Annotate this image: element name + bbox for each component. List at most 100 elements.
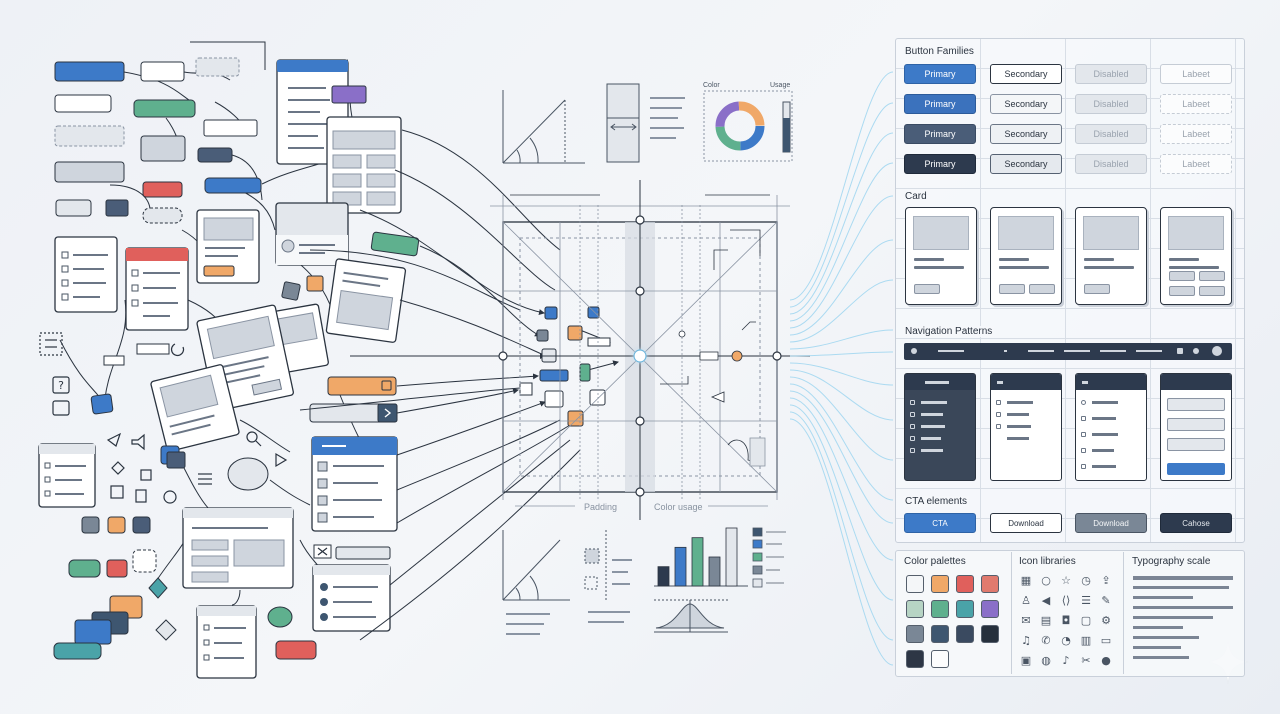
node-white — [519, 382, 533, 396]
box-icon[interactable]: ▢ — [1080, 614, 1092, 627]
avatar[interactable] — [1212, 346, 1222, 356]
globe-icon[interactable]: ◍ — [1041, 654, 1051, 667]
section-title-typography: Typography scale — [1132, 556, 1211, 567]
primary-button-1[interactable]: Primary — [904, 64, 976, 84]
calendar-icon[interactable]: ▤ — [1040, 614, 1052, 627]
bar-input — [335, 546, 391, 560]
secondary-button-4[interactable]: Secondary — [990, 154, 1062, 174]
glow-ray — [789, 418, 894, 666]
glow-ray — [789, 102, 894, 308]
volume-icon[interactable]: ♪ — [1062, 654, 1070, 667]
clock-icon[interactable]: ◔ — [1061, 634, 1071, 647]
primary-button-4[interactable]: Primary — [904, 154, 976, 174]
primary-button-3[interactable]: Primary — [904, 124, 976, 144]
chip-outline — [54, 94, 112, 113]
home-icon — [910, 400, 915, 405]
secondary-button-1[interactable]: Secondary — [990, 64, 1062, 84]
mobile-nav-form[interactable] — [1160, 373, 1232, 481]
color-swatch[interactable] — [931, 600, 949, 618]
cta-button-dark[interactable]: Cahose — [1160, 513, 1232, 533]
color-swatch[interactable] — [981, 625, 999, 643]
upload-icon[interactable]: ⇪ — [1101, 574, 1111, 587]
color-swatch[interactable] — [906, 625, 924, 643]
nav-link[interactable] — [1064, 350, 1090, 352]
mobile-nav-list[interactable] — [1075, 373, 1147, 481]
primary-button-2[interactable]: Primary — [904, 94, 976, 114]
camera-icon[interactable]: ◘ — [1061, 614, 1071, 627]
color-swatch[interactable] — [906, 650, 924, 668]
circle-icon[interactable]: ○ — [1041, 574, 1051, 587]
pen-icon[interactable]: ✎ — [1101, 594, 1111, 607]
nav-link[interactable] — [1136, 350, 1162, 352]
color-swatch[interactable] — [906, 575, 924, 593]
mail-icon[interactable]: ✉ — [1021, 614, 1031, 627]
nav-bar-sample[interactable] — [904, 343, 1232, 360]
star-icon — [910, 424, 915, 429]
funnel-lines — [299, 129, 619, 641]
nav-link[interactable] — [938, 350, 964, 352]
scissors-icon[interactable]: ✂ — [1081, 654, 1091, 667]
submit-button[interactable] — [1167, 463, 1225, 475]
resources-divider — [1011, 552, 1012, 674]
color-swatch[interactable] — [956, 625, 974, 643]
megaphone-icon[interactable]: ◀ — [1041, 594, 1051, 607]
cta-button-primary[interactable]: CTA — [904, 513, 976, 533]
card-sample-4[interactable] — [1160, 207, 1232, 305]
label-button-3[interactable]: Labeet — [1160, 124, 1232, 144]
nav-link[interactable] — [1100, 350, 1126, 352]
cta-button-download-muted[interactable]: Download — [1075, 513, 1147, 533]
bell-icon[interactable] — [1193, 348, 1199, 354]
clock-icon[interactable]: ◷ — [1081, 574, 1091, 587]
chat-icon — [140, 469, 152, 481]
nav-link[interactable] — [1028, 350, 1054, 352]
chevron-down-icon[interactable] — [1004, 350, 1007, 352]
search-icon[interactable] — [1177, 348, 1183, 354]
star-icon[interactable]: ☆ — [1061, 574, 1071, 587]
blueprint-grid — [470, 180, 810, 520]
mobile-nav-dark[interactable] — [904, 373, 976, 481]
color-swatch[interactable] — [931, 625, 949, 643]
color-swatch[interactable] — [931, 650, 949, 668]
secondary-button-3[interactable]: Secondary — [990, 124, 1062, 144]
mobile-nav-light[interactable] — [990, 373, 1062, 481]
color-swatch[interactable] — [956, 600, 974, 618]
label-button-4[interactable]: Labeet — [1160, 154, 1232, 174]
message-icon — [1081, 432, 1086, 437]
list-icon[interactable]: ☰ — [1081, 594, 1091, 607]
label-button-2[interactable]: Labeet — [1160, 94, 1232, 114]
color-swatch[interactable] — [981, 600, 999, 618]
volume-icon — [131, 433, 145, 451]
glow-ray — [789, 329, 894, 350]
settings-icon[interactable]: ⚙ — [1101, 614, 1111, 627]
cta-button-download-outline[interactable]: Download — [990, 513, 1062, 533]
code-icon[interactable]: ⟨⟩ — [1061, 594, 1071, 607]
section-title-navigation: Navigation Patterns — [903, 326, 995, 337]
card-sample-3[interactable] — [1075, 207, 1147, 305]
chip-pill-dashed — [142, 207, 183, 224]
bell-icon[interactable]: ♫ — [1021, 634, 1031, 647]
mini-legend-swatches — [752, 527, 786, 588]
grid-icon[interactable]: ▦ — [1020, 574, 1032, 587]
document-icon[interactable]: ▣ — [1020, 654, 1032, 667]
secondary-button-2[interactable]: Secondary — [990, 94, 1062, 114]
user-icon[interactable]: ♙ — [1021, 594, 1031, 607]
calendar-icon[interactable]: ▥ — [1080, 634, 1092, 647]
card-sample-1[interactable] — [905, 207, 977, 305]
label-button-1[interactable]: Labeet — [1160, 64, 1232, 84]
glow-ray — [789, 369, 894, 421]
glow-ray — [789, 195, 894, 329]
info-icon[interactable]: ● — [1101, 654, 1111, 667]
glow-ray — [789, 404, 894, 601]
color-swatch[interactable] — [956, 575, 974, 593]
color-swatch[interactable] — [931, 575, 949, 593]
swatch-dark — [132, 516, 151, 534]
color-swatch[interactable] — [906, 600, 924, 618]
type-line — [1133, 606, 1233, 609]
folder-icon[interactable]: ▭ — [1100, 634, 1112, 647]
type-line-h1 — [1133, 576, 1233, 580]
help-icon — [52, 376, 70, 394]
phone-icon[interactable]: ✆ — [1041, 634, 1051, 647]
color-swatch[interactable] — [981, 575, 999, 593]
blob-green — [267, 606, 293, 628]
card-sample-2[interactable] — [990, 207, 1062, 305]
